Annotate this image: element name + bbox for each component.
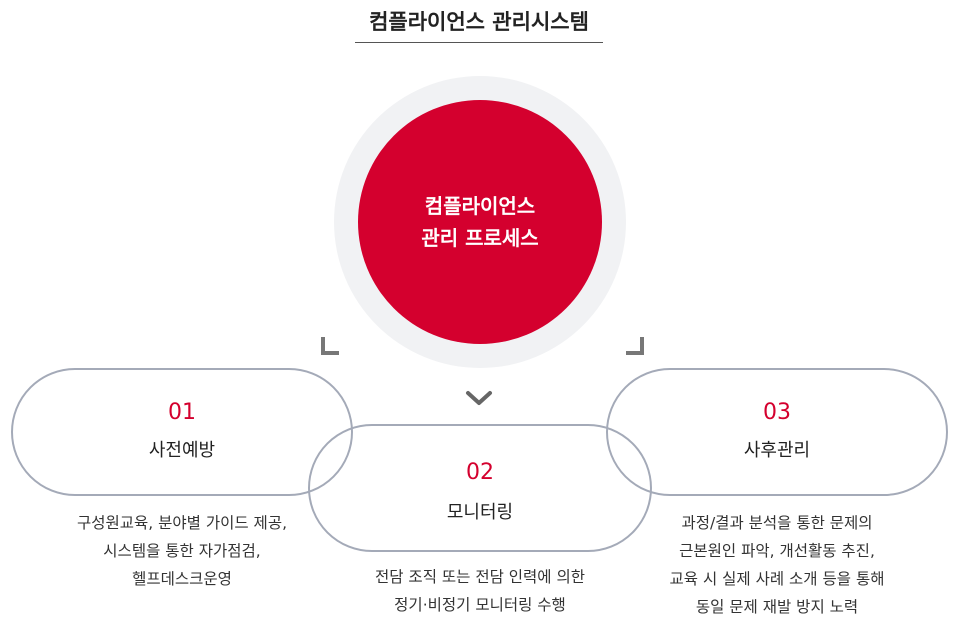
chevron-down-icon <box>466 391 492 405</box>
corner-bracket-right-icon <box>626 337 644 355</box>
step-number: 03 <box>763 400 791 425</box>
step-pill-followup: 03 사후관리 <box>606 368 948 496</box>
step-label: 사전예방 <box>148 440 216 461</box>
description-line: 헬프데스크운영 <box>132 570 232 588</box>
page-title: 컴플라이언스 관리시스템 <box>369 10 589 34</box>
description-line: 동일 문제 재발 방지 노력 <box>695 598 859 616</box>
title-underline <box>355 42 603 43</box>
core-circle: 컴플라이언스 관리 프로세스 <box>358 100 602 344</box>
description-line: 구성원교육, 분야별 가이드 제공, <box>76 514 288 532</box>
core-text-line2: 관리 프로세스 <box>421 226 539 250</box>
step-pill-prevention: 01 사전예방 <box>11 368 353 496</box>
description-line: 근본원인 파악, 개선활동 추진, <box>679 542 875 560</box>
step-label: 모니터링 <box>446 502 514 523</box>
step-description-monitoring: 전담 조직 또는 전담 인력에 의한 정기·비정기 모니터링 수행 <box>320 563 640 619</box>
step-number: 02 <box>466 460 494 485</box>
step-pill-monitoring: 02 모니터링 <box>308 424 652 552</box>
step-label: 사후관리 <box>743 440 811 461</box>
description-line: 정기·비정기 모니터링 수행 <box>394 596 566 614</box>
step-description-followup: 과정/결과 분석을 통한 문제의 근본원인 파악, 개선활동 추진, 교육 시 … <box>622 509 932 621</box>
core-text-line1: 컴플라이언스 <box>424 194 536 218</box>
description-line: 전담 조직 또는 전담 인력에 의한 <box>374 568 586 586</box>
description-line: 과정/결과 분석을 통한 문제의 <box>681 514 873 532</box>
step-description-prevention: 구성원교육, 분야별 가이드 제공, 시스템을 통한 자가점검, 헬프데스크운영 <box>30 509 334 593</box>
description-line: 시스템을 통한 자가점검, <box>103 542 261 560</box>
step-number: 01 <box>168 400 196 425</box>
corner-bracket-left-icon <box>321 337 339 355</box>
description-line: 교육 시 실제 사례 소개 등을 통해 <box>669 570 885 588</box>
